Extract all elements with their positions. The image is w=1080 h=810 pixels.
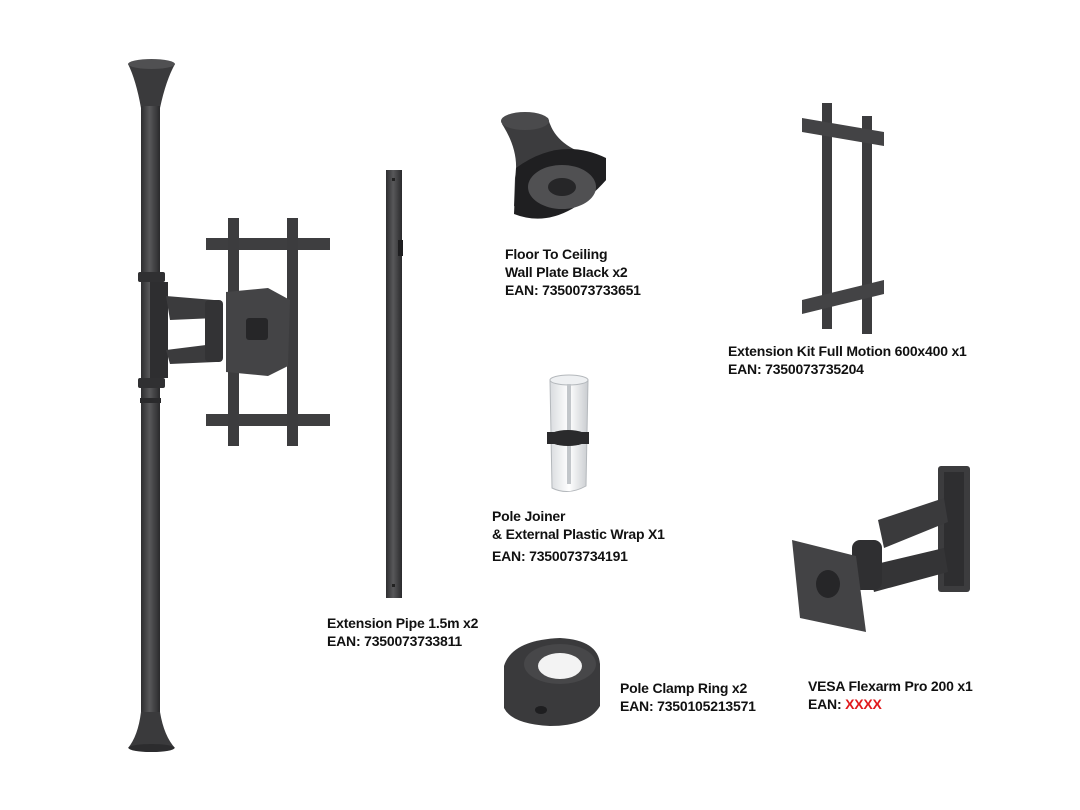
pole-joiner-ean: EAN: 7350073734191	[492, 547, 665, 565]
pole-joiner-image	[547, 374, 589, 492]
clamp-ring-image	[504, 638, 600, 726]
extension-kit-ean: EAN: 7350073735204	[728, 360, 967, 378]
clamp-ring-ean-value: 7350105213571	[657, 698, 756, 714]
floor-plate-caption: Floor To Ceiling Wall Plate Black x2 EAN…	[505, 245, 641, 299]
extension-kit-image	[802, 103, 884, 334]
extension-kit-ean-label: EAN:	[728, 361, 762, 377]
pole-joiner-title-line1: Pole Joiner	[492, 508, 566, 524]
extension-kit-title: Extension Kit Full Motion 600x400 x1	[728, 343, 967, 359]
pole-joiner-caption: Pole Joiner & External Plastic Wrap X1 E…	[492, 507, 665, 565]
extension-pipe-ean-label: EAN:	[327, 633, 361, 649]
floor-plate-ean-label: EAN:	[505, 282, 539, 298]
floor-plate-title-line2: Wall Plate Black x2	[505, 264, 628, 280]
flexarm-caption: VESA Flexarm Pro 200 x1 EAN: XXXX	[808, 677, 973, 713]
floor-plate-ean-value: 7350073733651	[542, 282, 641, 298]
extension-kit-ean-value: 7350073735204	[765, 361, 864, 377]
extension-kit-caption: Extension Kit Full Motion 600x400 x1 EAN…	[728, 342, 967, 378]
pole-joiner-ean-label: EAN:	[492, 548, 526, 564]
floor-plate-ean: EAN: 7350073733651	[505, 281, 641, 299]
clamp-ring-title: Pole Clamp Ring x2	[620, 680, 748, 696]
pole-joiner-ean-value: 7350073734191	[529, 548, 628, 564]
flexarm-ean-label: EAN:	[808, 696, 842, 712]
flexarm-ean: EAN: XXXX	[808, 695, 973, 713]
flexarm-image	[792, 466, 970, 632]
wall-plate-image	[501, 112, 606, 219]
clamp-ring-ean: EAN: 7350105213571	[620, 697, 756, 715]
extension-pipe-title: Extension Pipe 1.5m x2	[327, 615, 479, 631]
clamp-ring-caption: Pole Clamp Ring x2 EAN: 7350105213571	[620, 679, 756, 715]
floor-plate-title-line1: Floor To Ceiling	[505, 246, 608, 262]
extension-pipe-image	[386, 170, 403, 598]
extension-pipe-ean: EAN: 7350073733811	[327, 632, 478, 650]
clamp-ring-ean-label: EAN:	[620, 698, 654, 714]
flexarm-ean-value: XXXX	[845, 696, 882, 712]
extension-pipe-ean-value: 7350073733811	[364, 633, 462, 649]
pole-joiner-title-line2: & External Plastic Wrap X1	[492, 526, 665, 542]
assembled-pole-image	[128, 59, 330, 752]
extension-pipe-caption: Extension Pipe 1.5m x2 EAN: 735007373381…	[327, 614, 478, 650]
flexarm-title: VESA Flexarm Pro 200 x1	[808, 678, 973, 694]
